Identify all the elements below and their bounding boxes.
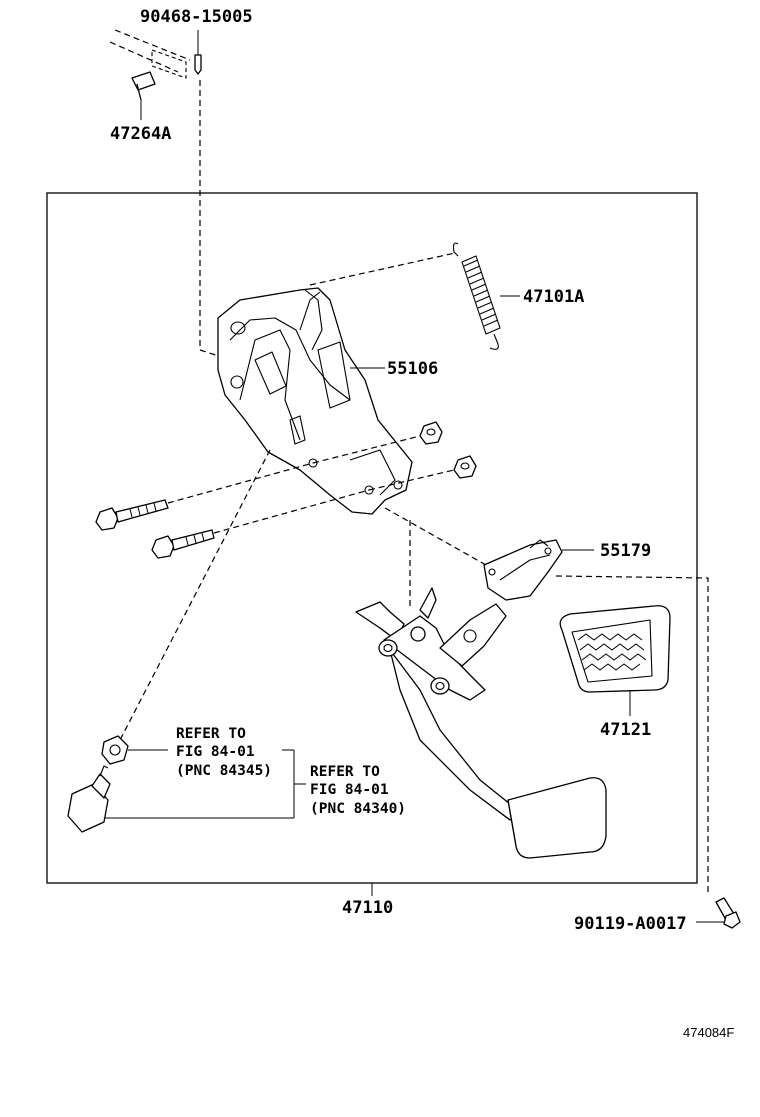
refer-bracket-lines xyxy=(282,749,306,818)
refer2-line2: FIG 84-01 xyxy=(310,782,389,798)
return-spring-icon xyxy=(452,242,520,350)
label-47110: 47110 xyxy=(342,898,393,918)
dashed-leader-panel xyxy=(199,80,226,359)
bolt-upper-icon xyxy=(95,499,169,531)
bolt-lower-icon xyxy=(151,529,215,559)
switch-nut-icon xyxy=(101,735,168,765)
dashed-leader-bolt-bottom xyxy=(555,575,709,895)
dashed-leader-bolt2 xyxy=(213,489,370,534)
refer1-line2: FIG 84-01 xyxy=(176,744,255,760)
label-47121: 47121 xyxy=(600,720,651,740)
nut-upper-icon xyxy=(419,421,443,445)
dashed-leader-spring xyxy=(309,252,456,286)
nut-lower-icon xyxy=(453,455,477,479)
label-90119-a0017: 90119-A0017 xyxy=(574,914,687,934)
label-47101a: 47101A xyxy=(523,287,584,307)
dashed-leader-bolt1 xyxy=(167,462,314,504)
pedal-bracket-icon xyxy=(217,287,413,515)
clip-47264a-icon xyxy=(131,71,156,120)
bolt-90119-icon xyxy=(696,897,741,929)
body-panel xyxy=(109,29,191,79)
label-55106: 55106 xyxy=(387,359,438,379)
brake-pedal-arm-icon xyxy=(355,587,521,821)
pedal-pad-icon xyxy=(559,605,671,716)
support-bracket-icon xyxy=(483,539,594,601)
label-47264a: 47264A xyxy=(110,124,171,144)
label-90468-15005: 90468-15005 xyxy=(140,7,253,27)
label-55179: 55179 xyxy=(600,541,651,561)
refer2-line3: (PNC 84340) xyxy=(310,801,406,817)
dashed-leader-switch xyxy=(119,449,271,741)
stop-lamp-switch-icon xyxy=(67,765,294,833)
clip-90468-icon xyxy=(194,30,202,75)
dashed-leader-nut2 xyxy=(368,469,455,491)
dashed-leader-nut1 xyxy=(312,435,421,464)
refer1-line1: REFER TO xyxy=(176,726,246,742)
pedal-pad-on-arm-icon xyxy=(507,777,607,859)
figure-code: 474084F xyxy=(683,1025,734,1040)
dashed-leader-support xyxy=(384,507,487,566)
refer2-line1: REFER TO xyxy=(310,764,380,780)
refer1-line3: (PNC 84345) xyxy=(176,763,272,779)
